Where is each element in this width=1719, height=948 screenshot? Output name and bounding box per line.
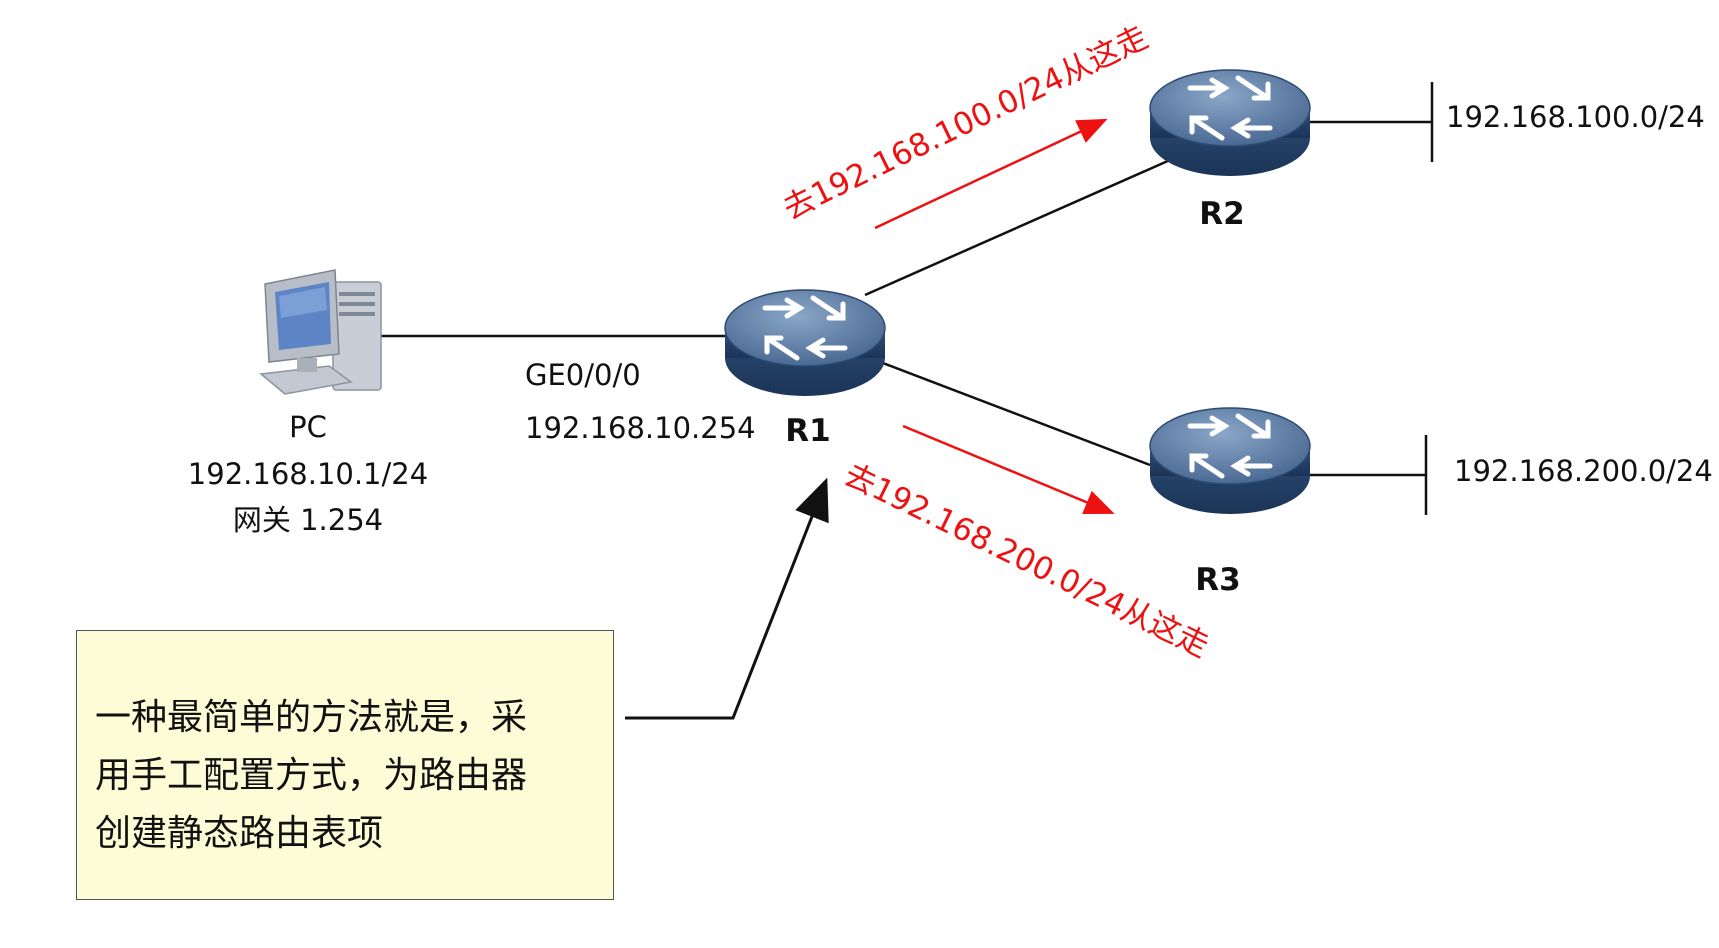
r2-label: R2	[1199, 196, 1244, 232]
link-r1-r3	[874, 358, 1151, 467]
note-line-3: 创建静态路由表项	[95, 813, 384, 854]
router-r1-icon	[725, 290, 885, 396]
r3-network: 192.168.200.0/24	[1454, 454, 1713, 488]
router-r3-icon	[1150, 408, 1310, 514]
r1-label: R1	[785, 413, 830, 449]
r1-interface: GE0/0/0	[525, 358, 641, 392]
r1-interface-ip: 192.168.10.254	[525, 411, 756, 445]
r3-label: R3	[1195, 562, 1240, 598]
pc-icon	[259, 269, 382, 395]
link-r1-r2	[864, 158, 1171, 297]
pc-gateway: 网关 1.254	[233, 503, 383, 537]
router-r2-icon	[1150, 70, 1310, 176]
route-arrow-r2	[874, 118, 1108, 230]
note-line-1: 一种最简单的方法就是，采	[95, 697, 528, 738]
note-callout: 一种最简单的方法就是，采 用手工配置方式，为路由器 创建静态路由表项	[76, 630, 614, 900]
route-arrow-r3	[902, 424, 1115, 514]
callout-arrow	[625, 477, 829, 720]
note-line-2: 用手工配置方式，为路由器	[95, 755, 528, 796]
pc-label: PC	[289, 410, 327, 444]
r2-network: 192.168.100.0/24	[1446, 100, 1705, 134]
pc-ip: 192.168.10.1/24	[188, 457, 428, 491]
